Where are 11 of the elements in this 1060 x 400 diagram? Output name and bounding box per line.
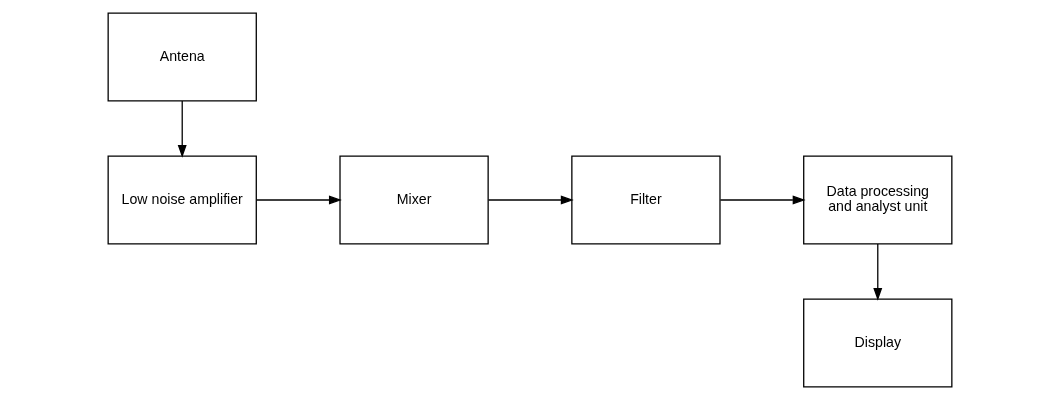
arrow xyxy=(256,195,342,205)
node-box: Data processing and analyst unit xyxy=(803,155,953,245)
node-box: Filter xyxy=(571,155,721,245)
node-box: Mixer xyxy=(339,155,489,245)
arrow xyxy=(873,243,883,301)
node-box: Low noise amplifier xyxy=(107,155,257,245)
node-box: Antena xyxy=(107,12,257,102)
arrow xyxy=(719,195,806,205)
arrow xyxy=(177,100,187,158)
node-box: Display xyxy=(803,298,953,388)
arrow xyxy=(487,195,574,205)
